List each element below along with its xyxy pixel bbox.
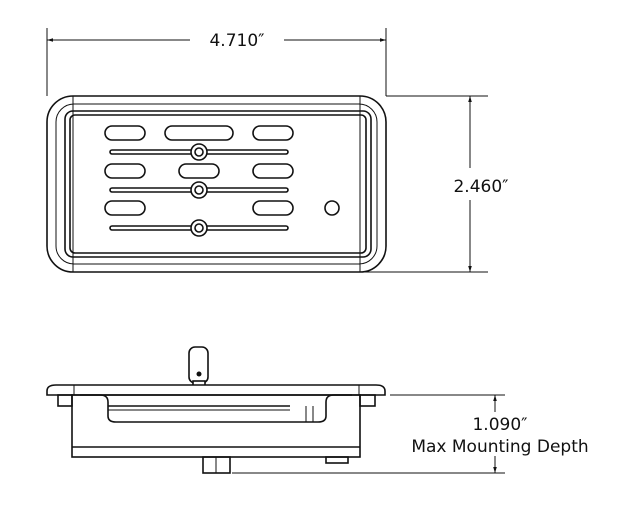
inner-recess: [64, 110, 372, 258]
top-view: [46, 95, 387, 273]
flange-inner-edge: [55, 103, 378, 265]
depth-dimension: 1.090″ Max Mounting Depth: [232, 394, 589, 474]
lock-hole: [324, 200, 340, 216]
vent-slots: [104, 125, 294, 216]
height-dimension: 2.460″: [360, 95, 509, 273]
side-flange: [46, 384, 386, 396]
latch-pin: [188, 346, 209, 384]
depth-label: 1.090″: [472, 415, 527, 435]
side-view: [46, 346, 386, 474]
width-dimension: 4.710″: [46, 28, 387, 96]
slider-knobs: [190, 143, 208, 237]
height-label: 2.460″: [453, 177, 508, 197]
depth-caption: Max Mounting Depth: [411, 437, 588, 457]
door-panel: [69, 114, 367, 254]
outer-flange: [46, 95, 387, 273]
width-label: 4.710″: [209, 31, 264, 51]
